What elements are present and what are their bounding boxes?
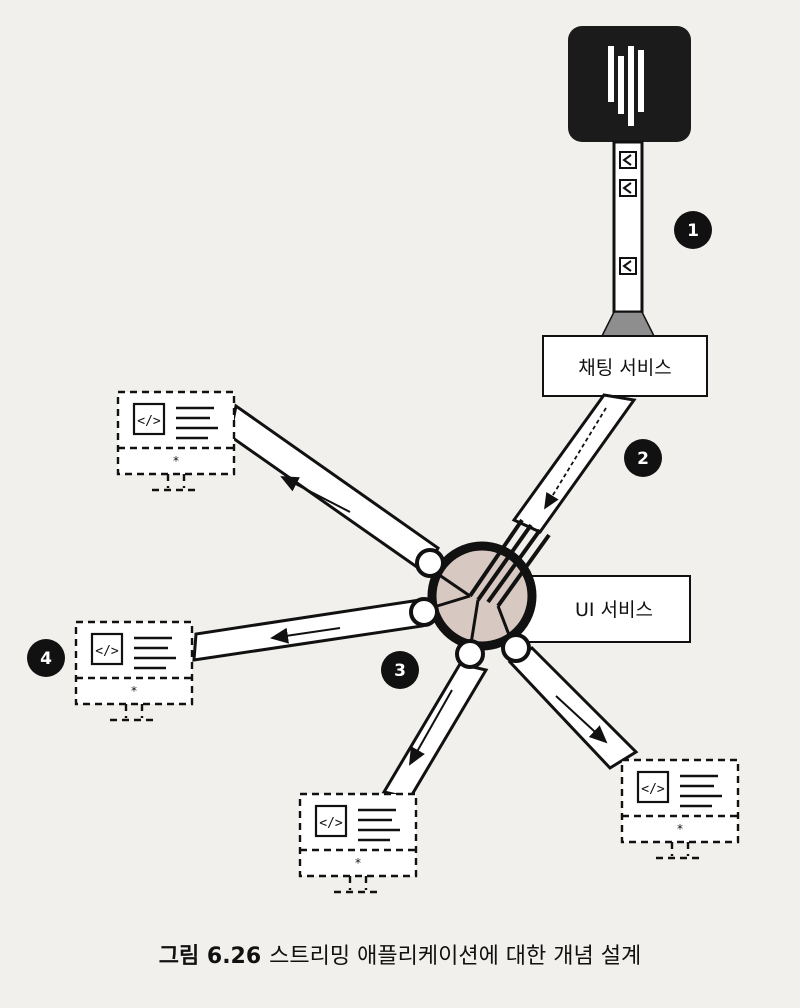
- code-icon: </>: [132, 402, 166, 436]
- svg-text:4: 4: [40, 649, 52, 669]
- client-monitor: </> *: [116, 390, 236, 492]
- svg-text:</>: </>: [137, 414, 161, 429]
- svg-text:*: *: [173, 454, 179, 468]
- ui-service-hub: [409, 518, 551, 669]
- svg-text:2: 2: [637, 449, 649, 469]
- message-icon: [619, 151, 637, 169]
- code-icon: </>: [314, 804, 348, 838]
- svg-text:1: 1: [687, 221, 699, 241]
- message-stream-pipe: [600, 140, 656, 337]
- client-monitor: </> *: [620, 758, 740, 860]
- funnel: [600, 311, 656, 337]
- caption-text: 스트리밍 애플리케이션에 대한 개념 설계: [269, 944, 642, 969]
- chat-service-label: 채팅 서비스: [578, 357, 671, 379]
- step-marker-3: 3: [381, 651, 419, 689]
- ui-service-label: UI 서비스: [575, 599, 653, 621]
- connection-port: [409, 597, 439, 627]
- code-icon: </>: [90, 632, 124, 666]
- connection-port: [455, 639, 485, 669]
- client-monitor: </> *: [298, 792, 418, 894]
- code-icon: </>: [636, 770, 670, 804]
- stream-source-icon: [568, 26, 691, 142]
- step-marker-2: 2: [624, 439, 662, 477]
- chat-service-node: 채팅 서비스: [542, 335, 708, 397]
- figure-caption: 그림 6.26 스트리밍 애플리케이션에 대한 개념 설계: [0, 938, 800, 970]
- message-icon: [619, 179, 637, 197]
- fan-out-lines: [423, 518, 551, 651]
- message-icon: [619, 257, 637, 275]
- client-monitor: </> *: [74, 620, 194, 722]
- svg-text:*: *: [677, 822, 683, 836]
- svg-text:</>: </>: [641, 782, 665, 797]
- svg-text:</>: </>: [319, 816, 343, 831]
- step-marker-4: 4: [27, 639, 65, 677]
- ui-service-node: UI 서비스: [519, 575, 691, 643]
- svg-text:3: 3: [394, 661, 406, 681]
- hub-to-client-pipes: [192, 403, 639, 800]
- step-marker-1: 1: [674, 211, 712, 249]
- svg-text:*: *: [131, 684, 137, 698]
- connection-port: [415, 548, 445, 578]
- svg-text:*: *: [355, 856, 361, 870]
- caption-number: 그림 6.26: [158, 944, 262, 969]
- connection-port: [501, 633, 531, 663]
- svg-text:</>: </>: [95, 644, 119, 659]
- chat-to-hub-pipe: [511, 393, 637, 534]
